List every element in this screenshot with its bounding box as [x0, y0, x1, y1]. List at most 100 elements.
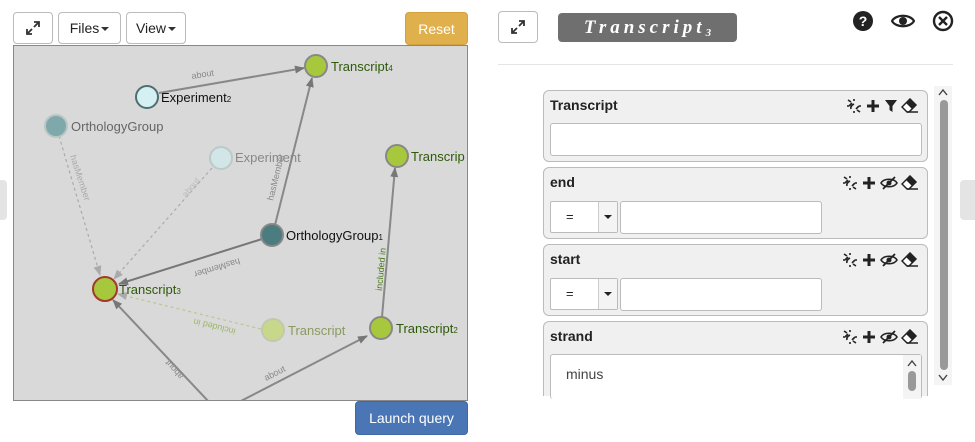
panel-scrollbar-thumb[interactable]	[940, 100, 948, 370]
edge-transcript-faded-transcript3[interactable]	[117, 292, 262, 330]
right-collapse-tab[interactable]	[960, 180, 975, 220]
unlink-icon[interactable]	[842, 175, 858, 191]
edge-orthologygroup1-transcript4[interactable]	[274, 77, 314, 226]
scroll-down-icon[interactable]	[938, 374, 948, 382]
edge-label-included-in: included in	[192, 317, 236, 337]
caret-down-icon	[101, 27, 110, 31]
eye-icon[interactable]	[891, 10, 915, 32]
field-card-end: end =	[543, 167, 928, 239]
field-name: start	[550, 251, 581, 267]
caret-down-icon	[604, 215, 612, 219]
eraser-icon[interactable]	[901, 98, 919, 114]
start-value-input[interactable]	[620, 278, 822, 311]
plus-icon[interactable]	[865, 98, 881, 114]
operator-value: =	[566, 286, 574, 301]
close-icon[interactable]	[932, 10, 954, 32]
unlink-icon[interactable]	[846, 98, 862, 114]
eraser-icon[interactable]	[901, 329, 919, 345]
field-card-start: start =	[543, 244, 928, 316]
files-menu-label: Files	[69, 20, 100, 36]
node-transcript3[interactable]: Transcript3	[92, 276, 181, 302]
svg-text:Experiment: Experiment	[235, 150, 301, 165]
start-operator-select[interactable]: =	[550, 278, 618, 310]
eye-slash-icon[interactable]	[880, 329, 898, 345]
edge-label-about: about	[163, 358, 186, 382]
selected-node-title-sub: 3	[705, 26, 712, 39]
expand-icon	[26, 21, 40, 35]
svg-text:Transcript4: Transcript4	[331, 59, 393, 74]
plus-icon[interactable]	[861, 252, 877, 268]
node-transcript4[interactable]: Transcript4	[304, 54, 393, 78]
reset-button[interactable]: Reset	[405, 12, 468, 45]
caret-down-icon	[604, 292, 612, 296]
edge-about-bottom-left[interactable]	[112, 299, 209, 401]
node-transcript2[interactable]: Transcript2	[369, 316, 458, 340]
scroll-up-icon[interactable]	[938, 88, 948, 96]
strand-list-scrollbar[interactable]	[903, 355, 921, 399]
svg-text:OrthologyGroup1: OrthologyGroup1	[286, 228, 384, 243]
operator-value: =	[566, 209, 574, 224]
launch-query-label: Launch query	[369, 410, 454, 426]
plus-icon[interactable]	[861, 175, 877, 191]
svg-text:?: ?	[859, 13, 868, 29]
plus-icon[interactable]	[861, 329, 877, 345]
launch-query-button[interactable]: Launch query	[355, 401, 468, 435]
edge-orthologygroup-transcript3[interactable]	[58, 135, 102, 276]
svg-text:Transcript2: Transcript2	[396, 321, 458, 336]
files-menu-button[interactable]: Files	[58, 12, 121, 44]
filter-icon[interactable]	[884, 98, 898, 114]
expand-graph-button[interactable]	[13, 12, 53, 44]
svg-text:Transcript: Transcript	[288, 323, 346, 338]
left-collapse-tab[interactable]	[0, 180, 7, 220]
eye-slash-icon[interactable]	[880, 175, 898, 191]
edge-label-included-in: included in	[374, 247, 388, 291]
strand-option-minus[interactable]: minus	[566, 366, 604, 382]
panel-divider	[498, 64, 953, 65]
strand-list-scroll-thumb[interactable]	[908, 371, 916, 391]
edge-orthologygroup1-transcript3[interactable]	[118, 238, 263, 286]
selected-node-title-text: Transcript	[583, 16, 706, 38]
edge-about-bottom-right[interactable]	[239, 335, 368, 401]
unlink-icon[interactable]	[842, 329, 858, 345]
svg-text:Transcript3: Transcript3	[119, 282, 181, 297]
edge-experiment2-transcript4[interactable]	[158, 65, 305, 94]
help-icon[interactable]: ?	[852, 10, 874, 32]
field-name: Transcript	[550, 97, 618, 113]
node-experiment[interactable]: Experiment	[209, 146, 301, 170]
eraser-icon[interactable]	[901, 252, 919, 268]
field-card-strand: strand minus	[543, 321, 928, 399]
end-operator-select[interactable]: =	[550, 201, 618, 233]
field-name: end	[550, 174, 575, 190]
transcript-input[interactable]	[550, 123, 922, 156]
unlink-icon[interactable]	[842, 252, 858, 268]
edge-label-about: about	[180, 175, 202, 199]
scroll-up-icon[interactable]	[907, 359, 917, 367]
eye-slash-icon[interactable]	[880, 252, 898, 268]
edge-transcript2-transcript-right[interactable]	[381, 167, 399, 318]
expand-icon	[511, 20, 525, 34]
caret-down-icon	[168, 27, 177, 31]
node-orthologygroup[interactable]: OrthologyGroup	[44, 114, 164, 138]
node-orthologygroup1[interactable]: OrthologyGroup1	[260, 223, 384, 247]
field-card-transcript: Transcript	[543, 90, 928, 162]
end-value-input[interactable]	[620, 201, 822, 234]
view-menu-button[interactable]: View	[126, 12, 186, 44]
svg-text:OrthologyGroup: OrthologyGroup	[71, 119, 164, 134]
expand-panel-button[interactable]	[498, 11, 538, 43]
node-transcript-right[interactable]: Transcrip	[385, 144, 465, 168]
edge-label-about: about	[191, 67, 215, 80]
node-experiment2[interactable]: Experiment2	[135, 85, 232, 109]
svg-text:Experiment2: Experiment2	[161, 90, 232, 105]
eraser-icon[interactable]	[901, 175, 919, 191]
svg-text:Transcrip: Transcrip	[411, 149, 465, 164]
edge-label-hasmember: hasMember	[193, 256, 241, 279]
edge-experiment-transcript3[interactable]	[113, 167, 213, 280]
strand-list[interactable]: minus	[550, 354, 922, 399]
graph-svg: about hasMember about hasMember hasMembe…	[44, 54, 465, 401]
view-menu-label: View	[135, 20, 167, 36]
field-name: strand	[550, 328, 593, 344]
reset-label: Reset	[418, 20, 455, 37]
query-graph-canvas[interactable]: about hasMember about hasMember hasMembe…	[13, 45, 468, 401]
node-transcript-faded[interactable]: Transcript	[261, 318, 346, 342]
